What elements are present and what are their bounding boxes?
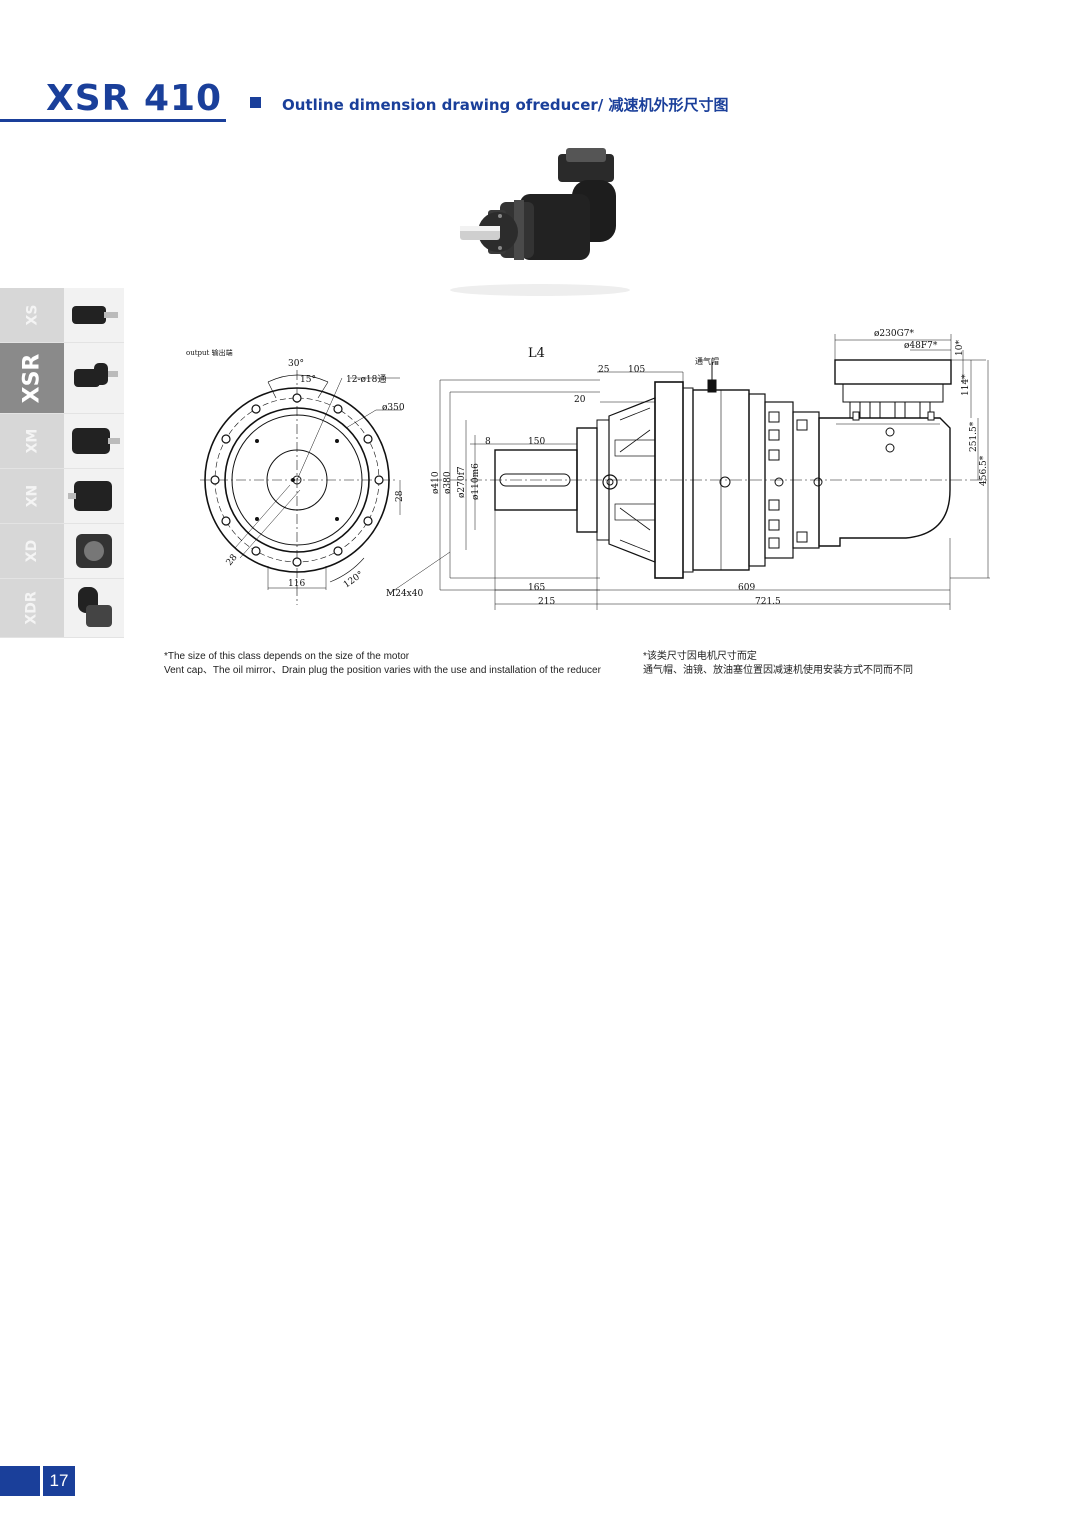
output-label: output 输出端 [186, 348, 233, 357]
dim-tap: M24x40 [386, 589, 423, 599]
dim-len-105: 105 [628, 365, 645, 375]
product-photo [450, 148, 630, 296]
sidebar-tab-label: XN [23, 484, 40, 508]
dim-len-609: 609 [738, 583, 755, 593]
note-line: *该类尺寸因电机尺寸而定 [643, 651, 757, 662]
model-title: XSR 410 [46, 78, 223, 119]
dim-holes: 12-ø18通 [346, 374, 386, 385]
dim-angle-15: 15° [300, 375, 316, 385]
dim-len-215: 215 [538, 597, 555, 607]
sidebar-tab-label: XM [23, 428, 40, 454]
sidebar-tab-label: XS [23, 304, 40, 326]
dim-h456: 456.5* [979, 455, 989, 486]
outline-drawing: output 输出端 L4 通气帽 30° 15° 12-ø18通 ø350 2… [186, 329, 990, 610]
section-heading: Outline dimension drawing ofreducer/ 减速机… [282, 96, 729, 114]
sidebar-tab-xdr[interactable]: XDR [0, 579, 124, 638]
note-line: Vent cap、The oil mirror、Drain plug the p… [164, 665, 601, 676]
dim-d48: ø48F7* [904, 341, 938, 351]
dim-h251: 251.5* [969, 421, 979, 452]
dim-h114: 114* [961, 374, 971, 396]
note-line: 通气帽、油镜、放油塞位置因减速机使用安装方式不同而不同 [643, 665, 913, 676]
side-view [430, 334, 990, 610]
thumbnail-reducer-icon [64, 343, 124, 413]
dim-28-right: 28 [395, 490, 405, 502]
sidebar-tab-xn[interactable]: XN [0, 469, 124, 524]
section-bullet-icon [250, 97, 261, 108]
thumbnail-reducer-icon [64, 414, 124, 468]
dim-len-25: 25 [598, 365, 610, 375]
dim-d110: ø110m6 [471, 463, 481, 500]
dim-d380: ø380 [443, 471, 453, 494]
thumbnail-reducer-icon [64, 469, 124, 523]
page-number-strip [0, 1466, 40, 1496]
sidebar-tab-label: XD [23, 539, 40, 563]
sidebar-tab-xd[interactable]: XD [0, 524, 124, 579]
thumbnail-reducer-icon [64, 524, 124, 578]
dim-d410: ø410 [431, 471, 441, 494]
sidebar-tab-label: XDR [23, 591, 40, 625]
dim-len-165: 165 [528, 583, 545, 593]
series-sidebar: XS XSR XM XN XD XDR [0, 288, 124, 638]
dim-h10: 10* [955, 340, 965, 356]
dim-len-721: 721.5 [755, 597, 781, 607]
drawing-labels: output 输出端 L4 通气帽 30° 15° 12-ø18通 ø350 2… [186, 329, 989, 607]
vent-cap-label: 通气帽 [695, 356, 719, 366]
sidebar-tab-label: XSR [19, 353, 45, 403]
dim-len-150: 150 [528, 437, 545, 447]
thumbnail-reducer-icon [64, 288, 124, 342]
dim-116: 116 [288, 579, 305, 589]
dim-d270: ø270f7 [457, 466, 467, 498]
title-underline [0, 119, 226, 122]
sidebar-tab-xm[interactable]: XM [0, 414, 124, 469]
dim-28-left: 28 [225, 553, 240, 568]
sidebar-tab-xsr[interactable]: XSR [0, 343, 124, 414]
notes-english: *The size of this class depends on the s… [164, 650, 601, 678]
thumbnail-reducer-icon [64, 579, 124, 637]
dim-angle-30: 30° [288, 359, 304, 369]
dim-len-20: 20 [574, 395, 586, 405]
dim-len-8: 8 [485, 437, 491, 447]
front-view [200, 370, 451, 605]
notes-chinese: *该类尺寸因电机尺寸而定 通气帽、油镜、放油塞位置因减速机使用安装方式不同而不同 [643, 650, 913, 678]
sidebar-tab-xs[interactable]: XS [0, 288, 124, 343]
motor-code-label: L4 [528, 346, 545, 361]
dim-angle-120: 120° [342, 570, 366, 591]
dim-pcd: ø350 [382, 403, 405, 413]
page-number: 17 [43, 1466, 75, 1496]
dim-d230: ø230G7* [874, 329, 915, 339]
note-line: *The size of this class depends on the s… [164, 651, 410, 662]
